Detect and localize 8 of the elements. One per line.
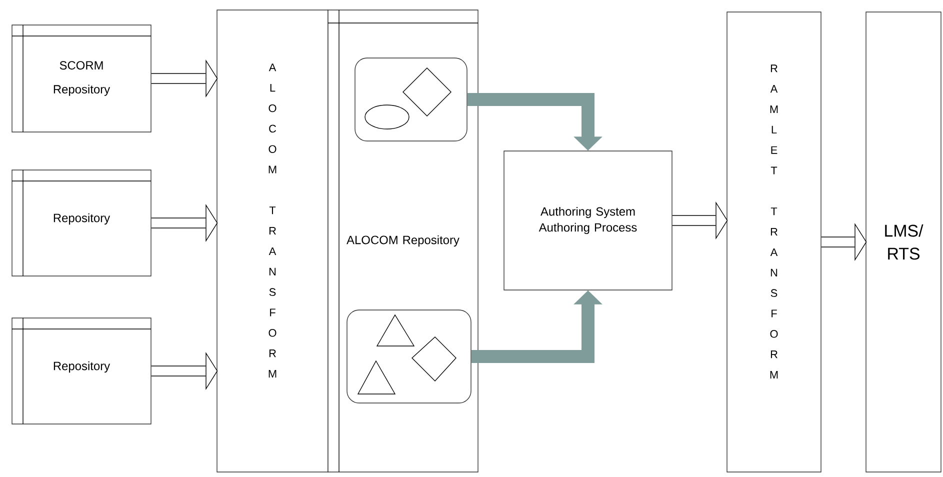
transform-box: RAMLET TRANSFORM — [726, 12, 822, 472]
repository-box: Repository — [12, 170, 152, 276]
rounded-box — [354, 58, 468, 142]
transform-box: ALOCOM TRANSFORM — [216, 10, 328, 472]
rounded-box — [346, 310, 472, 404]
process-box: Authoring System Authoring Process — [504, 150, 672, 290]
repository-box: SCORM Repository — [12, 24, 152, 132]
repository-box: Repository — [12, 318, 152, 424]
